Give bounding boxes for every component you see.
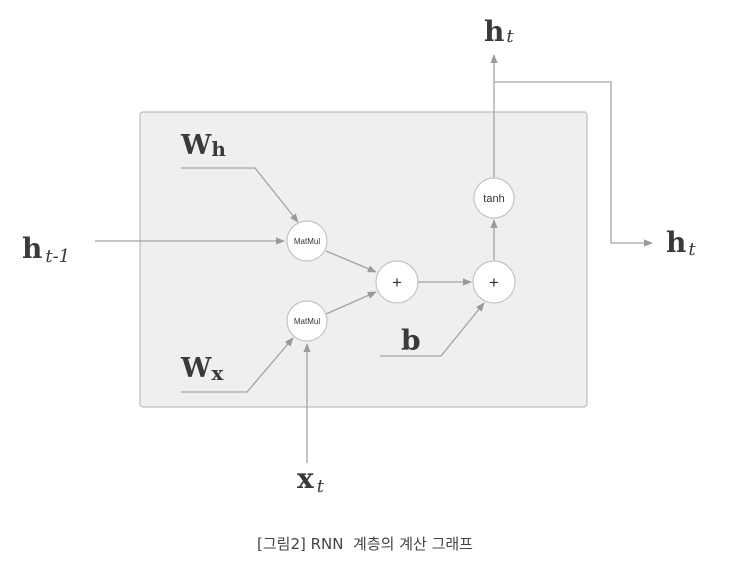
label-h-out-top-base: h (484, 15, 504, 48)
node-add-first: + (375, 260, 419, 304)
add-second-label: + (489, 273, 499, 292)
node-add-second: + (472, 260, 516, 304)
edge-matmul-bottom-add (325, 291, 377, 315)
label-h-prev-sub: t-1 (45, 246, 70, 267)
label-x-t-sub: t (317, 476, 325, 497)
label-h-out-right-base: h (666, 226, 686, 259)
node-tanh: tanh (473, 177, 515, 219)
label-w-x: Wx (180, 353, 224, 385)
label-h-prev-base: h (22, 232, 42, 265)
label-w-x-sub: x (211, 361, 224, 385)
rnn-layer-box (139, 111, 588, 408)
figure-caption: [그림2] RNN 계층의 계산 그래프 (257, 535, 473, 553)
edge-wh-matmul (181, 167, 299, 223)
edge-b-add (380, 302, 485, 357)
edge-matmul-top-add (325, 250, 377, 273)
label-w-h: Wh (180, 130, 226, 161)
node-matmul-top: MatMul (286, 220, 328, 262)
matmul-bottom-label: MatMul (294, 317, 320, 326)
matmul-top-label: MatMul (294, 237, 320, 246)
edge-wx-matmul (181, 337, 294, 393)
label-x-t-base: x (297, 462, 314, 495)
add-first-label: + (392, 273, 402, 292)
edge-branch-ht-right (494, 81, 653, 247)
tanh-label: tanh (483, 193, 504, 205)
label-w-h-base: W (180, 130, 212, 161)
label-b: b (401, 324, 421, 357)
label-w-h-sub: h (211, 137, 226, 161)
label-h-out-top-sub: t (506, 26, 514, 47)
label-h-out-right-sub: t (688, 239, 696, 260)
label-w-x-base: W (180, 353, 212, 384)
node-matmul-bottom: MatMul (286, 300, 328, 342)
